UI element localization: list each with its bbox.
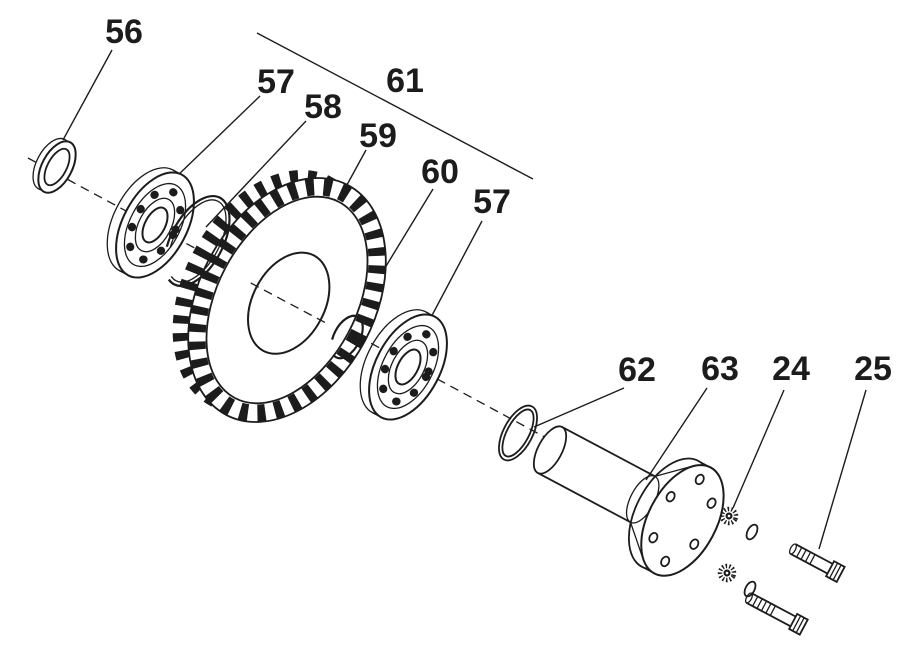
leader-25: [818, 389, 867, 550]
bolt-thread: [804, 551, 812, 563]
bolt-thread: [769, 605, 776, 616]
washer-ring: [743, 580, 757, 598]
nut-serration: [717, 563, 737, 583]
gear: [172, 169, 387, 423]
leader-63: [645, 387, 708, 481]
flange-bolt-hole: [689, 538, 700, 550]
snap-ring-large: [163, 194, 231, 288]
bolt-shaft-top: [795, 543, 834, 565]
retaining-ring: [330, 314, 364, 360]
nut-center: [727, 514, 731, 518]
flange-bolt-hole: [648, 532, 659, 544]
washer: [743, 580, 757, 598]
shaft-top-edge: [561, 426, 656, 478]
bolt-thread: [765, 603, 772, 614]
bolt: [788, 543, 846, 584]
bolt-head-facet: [792, 615, 802, 632]
snap-ring-outer: [163, 194, 231, 288]
bolt-head-facet: [829, 562, 839, 579]
o-ring-inner: [501, 408, 535, 458]
callout-24: 24: [772, 350, 810, 388]
lock-nut: [717, 563, 737, 583]
bolt-thread: [760, 600, 768, 612]
retaining-ring-wire: [330, 314, 364, 360]
flange-bolt-hole: [694, 473, 705, 486]
gear-rim: [205, 195, 369, 405]
bearing-inner-race: [134, 197, 176, 253]
nut-center: [725, 571, 729, 575]
bolt-shaft-top: [751, 592, 797, 618]
callout-58: 58: [304, 88, 342, 126]
nut-serration: [719, 506, 739, 526]
shaft-flange: [532, 425, 725, 577]
callout-56: 56: [105, 13, 143, 51]
flange-bolt-hole: [665, 491, 676, 503]
bolt-shaft-bottom: [745, 602, 791, 628]
bolt-head-facet: [795, 617, 805, 634]
washer: [745, 523, 759, 541]
bolt-thread: [796, 547, 803, 558]
callout-63: 63: [701, 350, 739, 388]
bearing-bore: [141, 206, 169, 244]
leader-62: [533, 387, 625, 428]
bolt-thread: [752, 596, 759, 607]
gear-teeth: [188, 178, 386, 422]
bearing-bore: [394, 348, 422, 386]
seal-ring: [32, 137, 77, 194]
shaft-bottom-edge: [537, 472, 631, 524]
ball-bearing-right: [359, 309, 448, 421]
bolt-thread: [800, 549, 807, 560]
bearing-balls: [125, 186, 185, 264]
bearing-outer-race: [376, 324, 440, 410]
washer-ring: [745, 523, 759, 541]
leader-58: [205, 120, 307, 228]
bearing-balls: [378, 328, 438, 406]
seal-inner: [43, 147, 71, 187]
lock-nut: [719, 506, 739, 526]
callout-25: 25: [854, 350, 892, 388]
bolt-head-facet: [832, 564, 842, 581]
bolt-thread: [756, 598, 763, 609]
bolt-tip: [744, 592, 754, 604]
callout-57-right: 57: [473, 183, 511, 221]
bolt: [744, 592, 809, 636]
bolt-thread: [809, 554, 816, 565]
leader-24: [732, 389, 785, 509]
snap-ring-inner: [167, 199, 227, 283]
callout-59: 59: [359, 117, 397, 155]
o-ring-outer: [498, 404, 538, 462]
leader-56: [62, 49, 113, 141]
bolt-head: [824, 559, 846, 584]
shaft-end-face: [532, 425, 568, 475]
flange-front-face: [640, 464, 725, 577]
bearing-inner-race: [387, 339, 429, 395]
callout-57-left: 57: [257, 63, 295, 101]
flange-bolt-hole: [706, 497, 717, 509]
callout-60: 60: [421, 153, 459, 191]
o-ring: [498, 404, 538, 462]
flange-bolt-hole: [660, 555, 671, 568]
bolt-head: [787, 612, 809, 636]
callout-62: 62: [618, 351, 656, 389]
bearing-outer-ring: [115, 171, 195, 279]
bearing-outer-ring: [368, 313, 448, 421]
group-bracket-61: [256, 32, 534, 180]
callout-61: 61: [386, 62, 424, 100]
seal-outer: [37, 140, 77, 194]
bolt-shaft-bottom: [789, 553, 828, 575]
bolt-tip: [788, 543, 798, 555]
